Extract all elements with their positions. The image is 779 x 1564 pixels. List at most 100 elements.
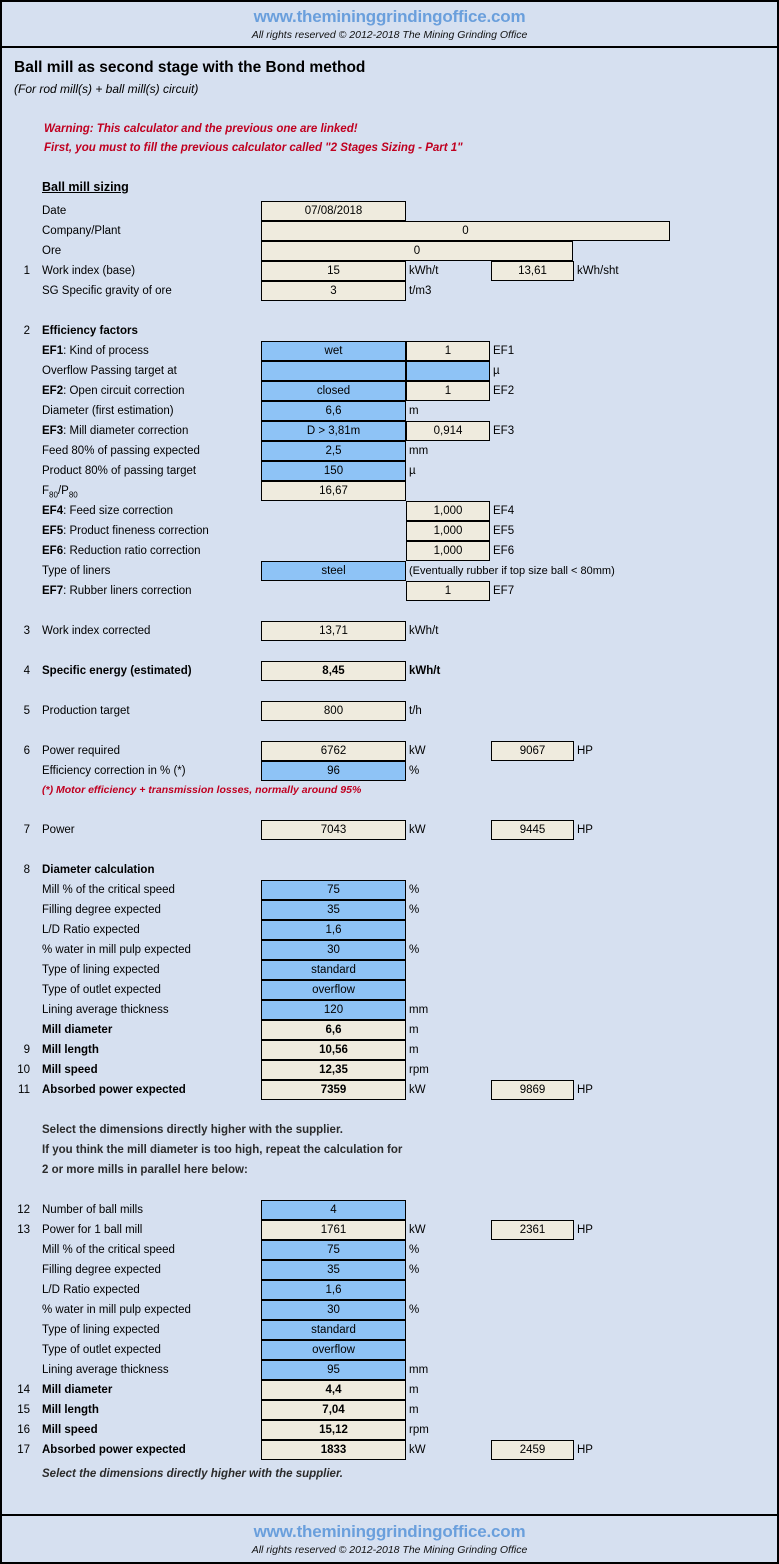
row-number (2, 960, 34, 980)
row-label: Mill length (42, 1404, 99, 1416)
lining-type-select[interactable]: standard (261, 960, 406, 980)
row-label: Number of ball mills (42, 1204, 143, 1216)
row-number (2, 461, 34, 481)
outlet-type-2-select[interactable]: overflow (261, 1340, 406, 1360)
critical-speed-2-input[interactable]: 75 (261, 1240, 406, 1260)
work-index-sht-value: 13,61 (491, 261, 574, 281)
liners-select[interactable]: steel (261, 561, 406, 581)
row-number (2, 501, 34, 521)
row-filling-degree-2: Filling degree expected 35 % (2, 1260, 777, 1280)
ld-ratio-2-input[interactable]: 1,6 (261, 1280, 406, 1300)
sg-value[interactable]: 3 (261, 281, 406, 301)
production-target-unit: t/h (409, 705, 422, 717)
row-label: Mill % of the critical speed (42, 1244, 175, 1256)
spacer (2, 641, 777, 661)
number-of-ball-mills-input[interactable]: 4 (261, 1200, 406, 1220)
row-number: 15 (17, 1404, 30, 1416)
row-number: 8 (23, 864, 30, 876)
row-label: L/D Ratio expected (42, 1284, 140, 1296)
ore-field[interactable]: 0 (261, 241, 573, 261)
outlet-type-select[interactable]: overflow (261, 980, 406, 1000)
ef2-circuit-select[interactable]: closed (261, 381, 406, 401)
water-pulp-2-input[interactable]: 30 (261, 1300, 406, 1320)
row-label: L/D Ratio expected (42, 924, 140, 936)
power-required-hp-unit: HP (577, 745, 593, 757)
row-efficiency-factors-header: 2 Efficiency factors (2, 321, 777, 341)
site-url-footer[interactable]: www.themininggrindingoffice.com (253, 1522, 526, 1541)
row-type-of-liners: Type of liners steel (Eventually rubber … (2, 561, 777, 581)
production-target-value[interactable]: 800 (261, 701, 406, 721)
row-label: Absorbed power expected (42, 1444, 186, 1456)
row-ld-ratio: L/D Ratio expected 1,6 (2, 920, 777, 940)
copyright-footer: All rights reserved © 2012-2018 The Mini… (251, 1544, 528, 1556)
row-label: Feed 80% of passing expected (42, 445, 200, 457)
row-label: Filling degree expected (42, 904, 161, 916)
ef4-factor: 1,000 (406, 501, 490, 521)
page-subtitle: (For rod mill(s) + ball mill(s) circuit) (14, 82, 199, 96)
feed80-input[interactable]: 2,5 (261, 441, 406, 461)
lining-thickness-2-unit: mm (409, 1364, 429, 1376)
row-water-pulp: % water in mill pulp expected 30 % (2, 940, 777, 960)
specific-energy-unit: kWh/t (409, 665, 441, 677)
power-hp-unit: HP (577, 824, 593, 836)
critical-speed-input[interactable]: 75 (261, 880, 406, 900)
ef3-diameter-select[interactable]: D > 3,81m (261, 421, 406, 441)
company-plant-field[interactable]: 0 (261, 221, 670, 241)
water-pulp-input[interactable]: 30 (261, 940, 406, 960)
product80-input[interactable]: 150 (261, 461, 406, 481)
diameter-first-input[interactable]: 6,6 (261, 401, 406, 421)
ld-ratio-input[interactable]: 1,6 (261, 920, 406, 940)
row-label: Type of outlet expected (42, 1344, 161, 1356)
filling-degree-input[interactable]: 35 (261, 900, 406, 920)
overflow-target-input[interactable] (261, 361, 406, 381)
power-one-mill-hp-unit: HP (577, 1224, 593, 1236)
ef6-empty-spacer (261, 541, 406, 561)
efficiency-correction-input[interactable]: 96 (261, 761, 406, 781)
filling-degree-2-input[interactable]: 35 (261, 1260, 406, 1280)
row-number: 2 (23, 325, 30, 337)
row-number (2, 581, 34, 601)
row-number (2, 341, 34, 361)
ef4-tag: EF4 (42, 505, 64, 517)
filling-degree-2-unit: % (409, 1264, 420, 1276)
site-url-header[interactable]: www.themininggrindingoffice.com (253, 7, 526, 26)
header-banner: www.themininggrindingoffice.com All righ… (2, 2, 777, 48)
spacer (2, 1180, 777, 1200)
ef6-rest: : Reduction ratio correction (63, 545, 201, 557)
date-field[interactable]: 07/08/2018 (261, 201, 406, 221)
lining-type-2-select[interactable]: standard (261, 1320, 406, 1340)
warning-line-1: Warning: This calculator and the previou… (44, 123, 358, 135)
ef4-empty-spacer (261, 501, 406, 521)
row-number (2, 900, 34, 920)
mill-speed-value: 12,35 (261, 1060, 406, 1080)
advice-line-2: If you think the mill diameter is too hi… (42, 1144, 403, 1156)
row-outlet-type-2: Type of outlet expected overflow (2, 1340, 777, 1360)
row-number: 14 (17, 1384, 30, 1396)
power-one-mill-kw-unit: kW (409, 1224, 426, 1236)
row-number (2, 481, 34, 501)
row-number: 16 (17, 1424, 30, 1436)
row-number (2, 1000, 34, 1020)
advice-line-1: Select the dimensions directly higher wi… (42, 1124, 343, 1136)
work-index-value[interactable]: 15 (261, 261, 406, 281)
row-number: 12 (17, 1204, 30, 1216)
form-rows: Date 07/08/2018 Company/Plant 0 Ore 0 1 … (2, 201, 777, 1484)
lining-thickness-input[interactable]: 120 (261, 1000, 406, 1020)
row-power-one-ball-mill: 13 Power for 1 ball mill 1761 kW 2361 HP (2, 1220, 777, 1240)
row-label: EF7: Rubber liners correction (34, 581, 261, 601)
ef5-unit: EF5 (493, 525, 515, 537)
specific-energy-value: 8,45 (261, 661, 406, 681)
ef1-process-select[interactable]: wet (261, 341, 406, 361)
lining-thickness-2-input[interactable]: 95 (261, 1360, 406, 1380)
row-absorbed-power-2: 17 Absorbed power expected 1833 kW 2459 … (2, 1440, 777, 1460)
row-label: Power (42, 824, 75, 836)
overflow-target-factor[interactable] (406, 361, 490, 381)
ef2-rest: : Open circuit correction (63, 385, 185, 397)
ef4-unit: EF4 (493, 505, 515, 517)
row-company: Company/Plant 0 (2, 221, 777, 241)
row-f80-p80: F80/P80 16,67 (2, 481, 777, 501)
row-work-index: 1 Work index (base) 15 kWh/t 13,61 kWh/s… (2, 261, 777, 281)
row-label: Mill length (42, 1044, 99, 1056)
ef3-factor: 0,914 (406, 421, 490, 441)
